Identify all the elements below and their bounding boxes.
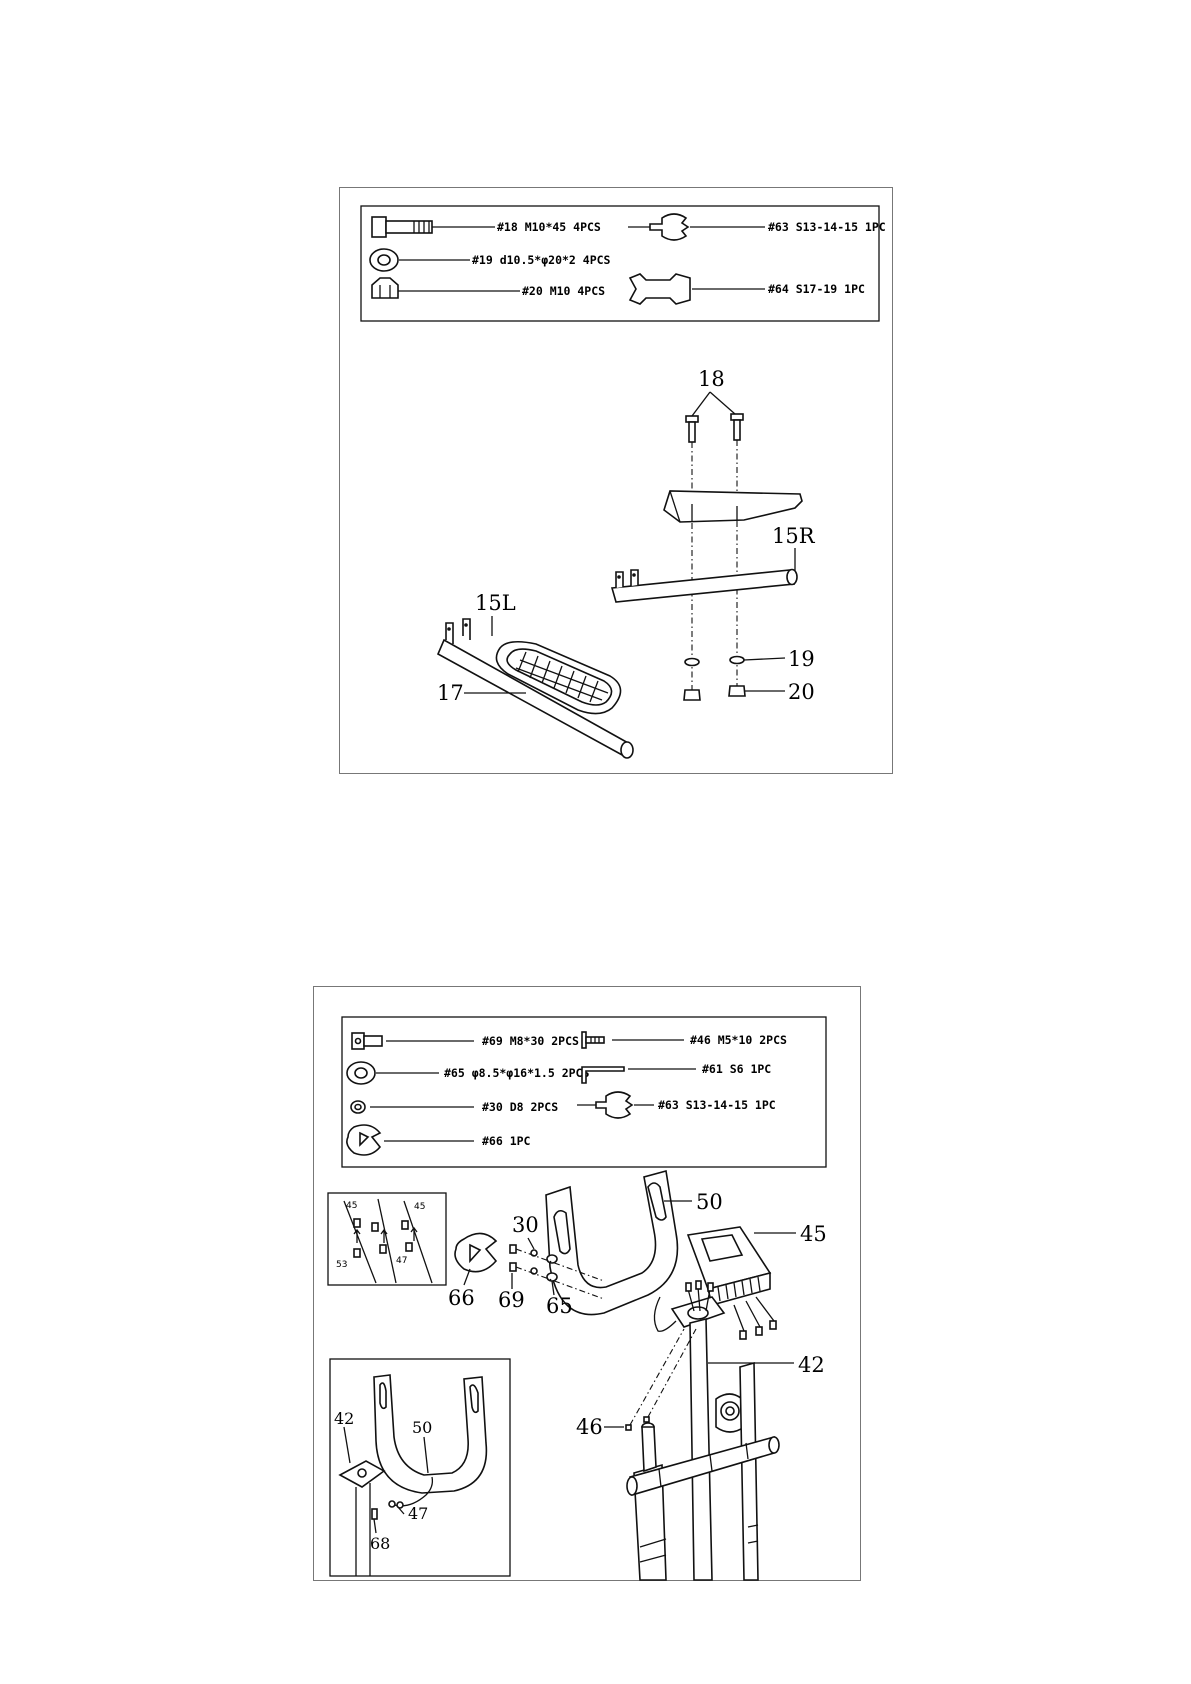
hardware-label-18: #18 M10*45 4PCS xyxy=(497,220,601,234)
nut-part-20-left xyxy=(684,690,700,700)
spring-washer-icon xyxy=(351,1101,365,1113)
handlebar-50 xyxy=(546,1171,677,1315)
washer-icon xyxy=(347,1062,375,1084)
nut-icon xyxy=(372,278,398,298)
callout-20: 20 xyxy=(788,680,815,704)
foot-pedal-cover xyxy=(664,491,802,522)
callout-17: 17 xyxy=(437,681,464,705)
cap-part-66 xyxy=(455,1233,496,1271)
inset-bottom-callout-47: 47 xyxy=(408,1504,428,1523)
hardware-label-63: #63 S13-14-15 1PC xyxy=(768,220,886,234)
callout-50: 50 xyxy=(696,1190,723,1214)
inset-top-callout-45-right: 45 xyxy=(414,1202,425,1212)
wrench-icon xyxy=(577,1092,632,1118)
hardware-label-69: #69 M8*30 2PCS xyxy=(482,1034,579,1048)
hardware-label-46: #46 M5*10 2PCS xyxy=(690,1033,787,1047)
cap-icon xyxy=(347,1125,380,1155)
callout-15L: 15L xyxy=(475,591,516,615)
step1-diagram-panel: #18 M10*45 4PCS #19 d10.5*φ20*2 4PCS #20… xyxy=(339,187,893,774)
screw-part-46 xyxy=(626,1329,696,1430)
callout-15R: 15R xyxy=(772,524,816,548)
callout-19: 19 xyxy=(788,647,815,671)
inset-top-callout-53: 53 xyxy=(336,1260,347,1270)
bolt-part-18-left xyxy=(686,416,698,442)
callout-46: 46 xyxy=(576,1415,603,1439)
hardware-label-65: #65 φ8.5*φ16*1.5 2PCS xyxy=(444,1066,589,1080)
inset-bottom-callout-50: 50 xyxy=(412,1418,432,1437)
hardware-label-19: #19 d10.5*φ20*2 4PCS xyxy=(472,253,611,267)
inset-top-callout-45-left: 45 xyxy=(346,1201,357,1211)
callout-69: 69 xyxy=(498,1288,525,1312)
callout-42: 42 xyxy=(798,1353,825,1377)
washer-icon xyxy=(370,249,398,271)
hardware-label-66: #66 1PC xyxy=(482,1134,531,1148)
hardware-label-20: #20 M10 4PCS xyxy=(522,284,605,298)
inset-handlebar-drawing xyxy=(340,1375,486,1576)
callout-66: 66 xyxy=(448,1286,475,1310)
inset-bottom-callout-68: 68 xyxy=(370,1534,390,1553)
step2-diagram: #69 M8*30 2PCS #65 φ8.5*φ16*1.5 2PCS #30… xyxy=(314,987,860,1580)
wrench-icon xyxy=(628,214,688,240)
step1-diagram: #18 M10*45 4PCS #19 d10.5*φ20*2 4PCS #20… xyxy=(340,188,892,773)
inset-top-callout-47: 47 xyxy=(396,1256,407,1266)
bolt-icon xyxy=(352,1033,382,1049)
pedal-arm-right xyxy=(612,570,797,603)
bolt-part-18-right xyxy=(731,414,743,440)
inset-bottom-callout-42: 42 xyxy=(334,1409,354,1428)
hardware-label-30: #30 D8 2PCS xyxy=(482,1100,558,1114)
spanner-icon xyxy=(630,274,690,304)
hardware-label-63: #63 S13-14-15 1PC xyxy=(658,1098,776,1112)
hardware-label-61: #61 S6 1PC xyxy=(702,1062,771,1076)
foot-pedal xyxy=(496,642,620,714)
screw-icon xyxy=(582,1032,604,1048)
step2-diagram-panel: #69 M8*30 2PCS #65 φ8.5*φ16*1.5 2PCS #30… xyxy=(313,986,861,1581)
callout-45: 45 xyxy=(800,1222,827,1246)
callout-18: 18 xyxy=(698,367,725,391)
nut-part-20-right xyxy=(729,686,745,696)
bolt-icon xyxy=(372,217,432,237)
callout-30: 30 xyxy=(512,1213,539,1237)
callout-65: 65 xyxy=(546,1294,573,1318)
hardware-label-64: #64 S17-19 1PC xyxy=(768,282,865,296)
